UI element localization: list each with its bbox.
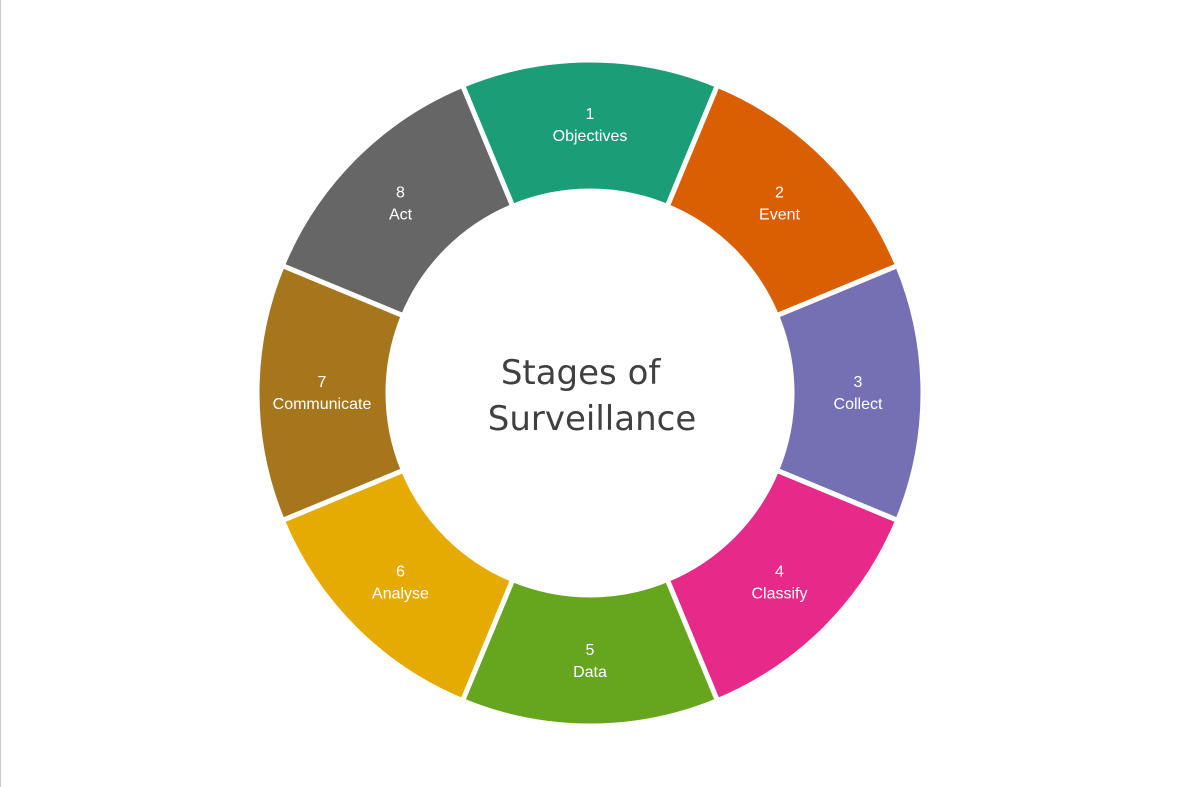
center-title: Stages of Surveillance — [488, 353, 696, 439]
segment-stage-8 — [279, 82, 516, 319]
left-border — [0, 0, 1, 787]
stage-label: Classify — [751, 586, 807, 603]
stage-label: Analyse — [372, 586, 429, 603]
stage-label: Event — [759, 207, 800, 224]
donut-segments — [254, 57, 926, 729]
center-title-line-1: Stages of — [501, 353, 662, 393]
stage-number: 8 — [396, 185, 405, 202]
stage-number: 1 — [586, 106, 595, 123]
stage-number: 4 — [775, 564, 784, 581]
stage-number: 2 — [775, 185, 784, 202]
stage-number: 5 — [586, 642, 595, 659]
stage-label: Act — [389, 207, 413, 224]
stage-number: 7 — [318, 374, 327, 391]
stage-number: 3 — [854, 374, 863, 391]
stage-number: 6 — [396, 564, 405, 581]
stage-label: Objectives — [553, 128, 628, 145]
stage-label: Data — [573, 664, 607, 681]
center-title-line-2: Surveillance — [488, 399, 696, 439]
stage-label: Collect — [834, 396, 883, 413]
stage-label: Communicate — [273, 396, 372, 413]
